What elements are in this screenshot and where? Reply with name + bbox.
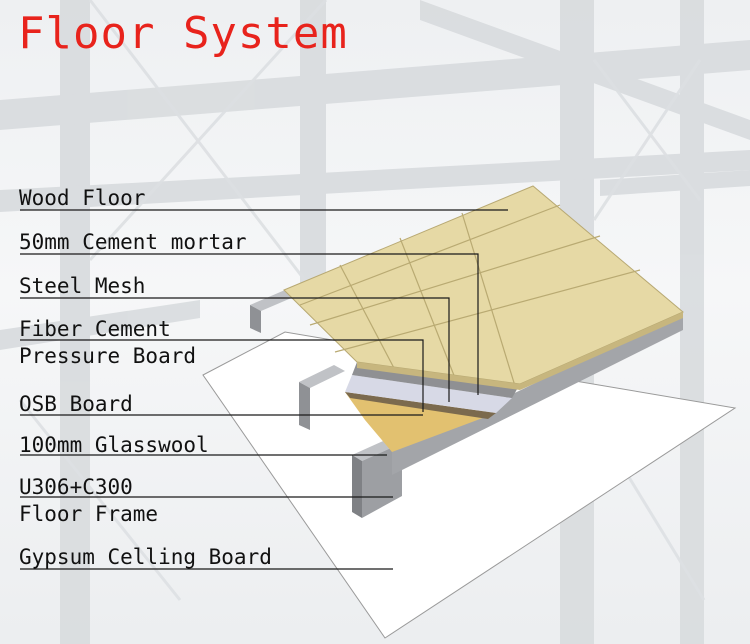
page-title: Floor System xyxy=(18,8,348,59)
label-fiber-cement-board: Fiber Cement Pressure Board xyxy=(19,317,197,368)
leader-lines xyxy=(20,209,508,570)
wood-floor-grid xyxy=(299,204,641,387)
osb-board xyxy=(345,392,496,419)
label-glasswool: 100mm Glasswool xyxy=(19,433,209,457)
leader-fiber-cement xyxy=(20,339,424,412)
label-floor-frame: U306+C300 Floor Frame xyxy=(19,475,159,526)
label-osb-board: OSB Board xyxy=(19,392,133,416)
fiber-cement-pressure-board xyxy=(345,375,512,413)
label-steel-mesh: Steel Mesh xyxy=(19,274,146,298)
floor-side-section xyxy=(392,312,683,475)
leader-steel-mesh xyxy=(20,297,450,402)
label-wood-floor: Wood Floor xyxy=(19,186,146,210)
leader-cement-mortar xyxy=(20,253,479,395)
gypsum-celling-board xyxy=(202,331,737,639)
glasswool-layer xyxy=(345,392,496,452)
label-cement-mortar: 50mm Cement mortar xyxy=(19,230,247,254)
label-gypsum-board: Gypsum Celling Board xyxy=(19,545,272,569)
